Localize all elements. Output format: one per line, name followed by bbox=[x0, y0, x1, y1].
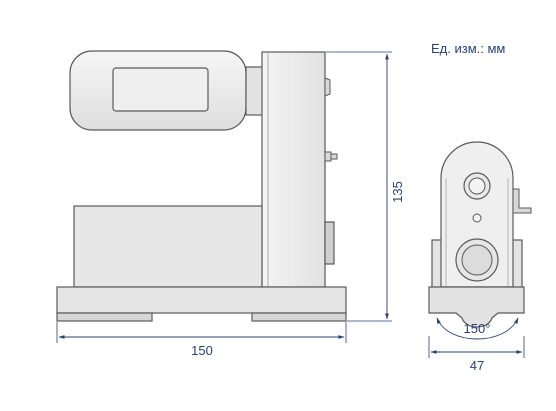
front-base bbox=[428, 286, 525, 328]
foot-right bbox=[251, 312, 347, 322]
side-lever bbox=[512, 188, 532, 214]
angle-150-label: 150° bbox=[464, 321, 491, 336]
dimension-47-label: 47 bbox=[470, 358, 484, 373]
foot-left bbox=[56, 312, 153, 322]
top-knob bbox=[324, 77, 331, 97]
dimension-47: 47 bbox=[428, 336, 525, 373]
dimension-150: 150 bbox=[56, 322, 347, 358]
vertical-column bbox=[261, 51, 326, 288]
display-window bbox=[112, 67, 209, 112]
units-label: Ед. изм.: мм bbox=[431, 41, 506, 56]
angle-150: 150° bbox=[436, 317, 519, 340]
side-view bbox=[56, 50, 347, 322]
head-connector bbox=[245, 66, 264, 116]
front-view bbox=[428, 141, 532, 328]
dimension-150-label: 150 bbox=[191, 343, 213, 358]
dimension-135-label: 135 bbox=[390, 181, 405, 203]
base-plate bbox=[56, 286, 347, 314]
side-handle bbox=[324, 221, 335, 265]
lower-housing bbox=[73, 205, 263, 288]
dimension-135: 135 bbox=[326, 51, 405, 322]
small-hole bbox=[472, 213, 482, 223]
side-screw bbox=[324, 151, 332, 162]
